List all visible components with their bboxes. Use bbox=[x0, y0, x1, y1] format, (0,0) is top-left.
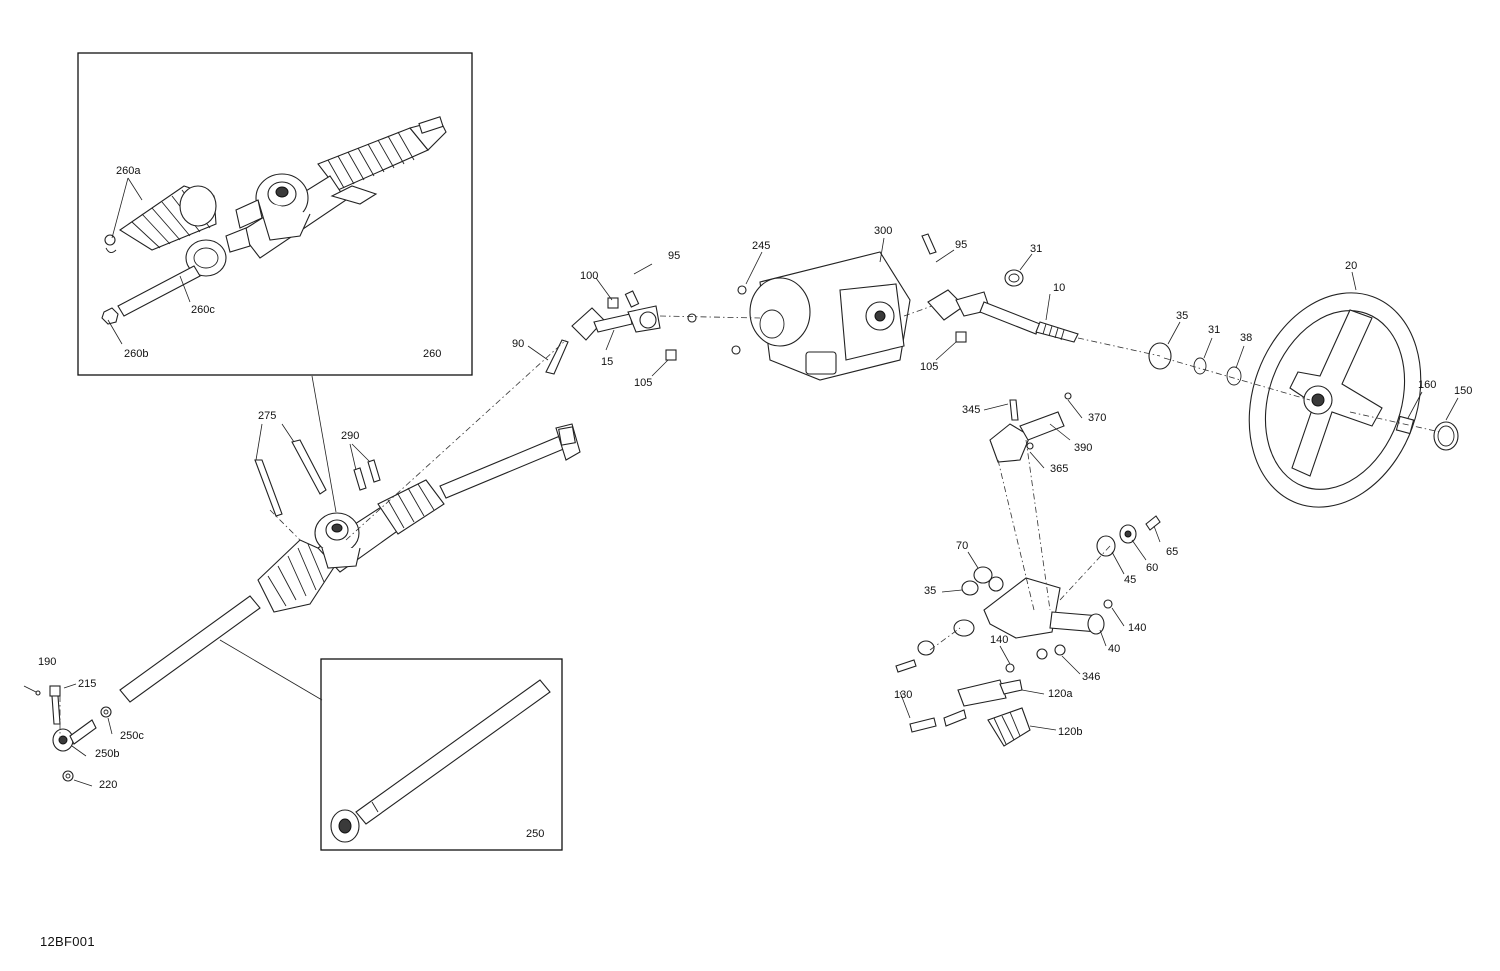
inset-260-leaders bbox=[107, 177, 191, 345]
callout-38: 38 bbox=[1240, 332, 1253, 344]
callout-260b: 260b bbox=[124, 348, 149, 360]
callout-45: 45 bbox=[1124, 574, 1137, 586]
callout-15: 15 bbox=[601, 356, 614, 368]
callout-31-upper: 31 bbox=[1030, 243, 1043, 255]
tie-rod-end-parts bbox=[23, 685, 112, 782]
callout-390: 390 bbox=[1074, 442, 1093, 454]
callout-95-column: 95 bbox=[955, 239, 968, 251]
callout-95-shaft: 95 bbox=[668, 250, 681, 262]
callout-140-left: 140 bbox=[990, 634, 1009, 646]
tie-rod-end-leaders bbox=[63, 683, 113, 787]
callout-250c: 250c bbox=[120, 730, 144, 742]
wheel-leaders bbox=[1167, 271, 1459, 421]
inset-260-number: 260 bbox=[423, 348, 442, 360]
steering-rack-assembly bbox=[119, 423, 581, 703]
power-steering-unit bbox=[731, 251, 911, 381]
inset-260-pointer bbox=[311, 375, 337, 513]
steering-column-bracket bbox=[895, 392, 1161, 747]
callout-260a: 260a bbox=[116, 165, 141, 177]
callout-31-lower: 31 bbox=[1208, 324, 1221, 336]
callout-35-upper: 35 bbox=[1176, 310, 1189, 322]
callout-100: 100 bbox=[580, 270, 599, 282]
callout-65: 65 bbox=[1166, 546, 1179, 558]
callout-140-right: 140 bbox=[1128, 622, 1147, 634]
callout-105-column: 105 bbox=[920, 361, 939, 373]
callout-90: 90 bbox=[512, 338, 525, 350]
callout-120a: 120a bbox=[1048, 688, 1073, 700]
callout-60: 60 bbox=[1146, 562, 1159, 574]
tie-rod-detail-drawing bbox=[330, 679, 551, 843]
callout-250b: 250b bbox=[95, 748, 120, 760]
callout-345: 345 bbox=[962, 404, 981, 416]
callout-160: 160 bbox=[1418, 379, 1437, 391]
callout-370: 370 bbox=[1088, 412, 1107, 424]
callout-215: 215 bbox=[78, 678, 97, 690]
callout-275: 275 bbox=[258, 410, 277, 422]
bracket-leaders bbox=[899, 399, 1161, 731]
inset-box-260 bbox=[77, 52, 473, 376]
callout-130: 130 bbox=[894, 689, 913, 701]
callout-35-lower: 35 bbox=[924, 585, 937, 597]
psu-leaders bbox=[745, 237, 885, 285]
callout-10: 10 bbox=[1053, 282, 1066, 294]
assembly-dashed-lines bbox=[59, 305, 1441, 740]
callout-120b: 120b bbox=[1058, 726, 1083, 738]
callout-290: 290 bbox=[341, 430, 360, 442]
drawing-code: 12BF001 bbox=[40, 934, 95, 949]
column-leaders bbox=[935, 249, 1051, 361]
callout-150: 150 bbox=[1454, 385, 1473, 397]
steering-column-shaft bbox=[921, 233, 1079, 343]
callout-260c: 260c bbox=[191, 304, 215, 316]
callout-20: 20 bbox=[1345, 260, 1358, 272]
callout-105-shaft: 105 bbox=[634, 377, 653, 389]
callout-190: 190 bbox=[38, 656, 57, 668]
callout-70: 70 bbox=[956, 540, 969, 552]
rack-leaders bbox=[255, 423, 371, 471]
steering-wheel bbox=[1148, 292, 1459, 508]
shaft-leaders bbox=[527, 263, 669, 377]
inset-box-250 bbox=[320, 658, 563, 851]
inset-250-number: 250 bbox=[526, 828, 545, 840]
callout-300: 300 bbox=[874, 225, 893, 237]
callout-245: 245 bbox=[752, 240, 771, 252]
callout-220: 220 bbox=[99, 779, 118, 791]
inset-250-pointer bbox=[219, 639, 323, 701]
rack-detail-drawing bbox=[101, 116, 447, 325]
callout-365: 365 bbox=[1050, 463, 1069, 475]
callout-346: 346 bbox=[1082, 671, 1101, 683]
intermediate-shaft bbox=[545, 290, 697, 375]
callout-40: 40 bbox=[1108, 643, 1121, 655]
